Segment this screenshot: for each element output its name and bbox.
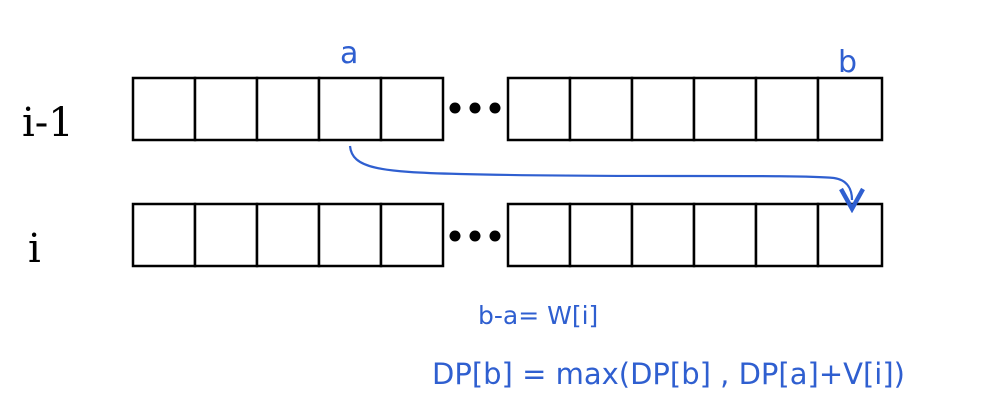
cell-top-2 xyxy=(193,76,259,142)
cell-top-a xyxy=(317,76,383,142)
cell-top-9 xyxy=(692,76,758,142)
row-i-cells xyxy=(131,202,884,268)
cell-top-1 xyxy=(131,76,197,142)
column-label-a: a xyxy=(340,36,358,71)
cell-top-10 xyxy=(754,76,820,142)
ellipsis-dot xyxy=(449,102,461,114)
cell-bottom-4 xyxy=(317,202,383,268)
cell-bottom-b xyxy=(816,202,884,268)
row-i-minus-1-cells xyxy=(131,76,884,142)
cell-bottom-3 xyxy=(255,202,321,268)
column-label-b: b xyxy=(838,45,857,80)
cell-bottom-2 xyxy=(193,202,259,268)
cell-top-b xyxy=(816,76,884,142)
cell-bottom-6 xyxy=(506,202,572,268)
cell-top-8 xyxy=(630,76,696,142)
cell-bottom-10 xyxy=(754,202,820,268)
cell-top-3 xyxy=(255,76,321,142)
row-label-i-minus-1: i-1 xyxy=(22,100,74,146)
ellipsis-dot xyxy=(489,102,501,114)
formula-recurrence: DP[b] = max(DP[b] , DP[a]+V[i]) xyxy=(432,357,905,391)
cell-bottom-8 xyxy=(630,202,696,268)
row-label-i: i xyxy=(28,226,41,272)
cell-top-6 xyxy=(506,76,572,142)
ellipsis-dot xyxy=(489,230,501,242)
ellipsis-dot xyxy=(449,230,461,242)
ellipsis-dot xyxy=(469,102,481,114)
formula-weight: b-a= W[i] xyxy=(478,301,598,330)
cell-bottom-9 xyxy=(692,202,758,268)
transition-arrow xyxy=(348,145,852,200)
cell-bottom-1 xyxy=(131,202,197,268)
cell-top-5 xyxy=(379,76,445,142)
cell-top-7 xyxy=(568,76,634,142)
cell-bottom-5 xyxy=(379,202,445,268)
cell-bottom-7 xyxy=(568,202,634,268)
ellipsis-dot xyxy=(469,230,481,242)
